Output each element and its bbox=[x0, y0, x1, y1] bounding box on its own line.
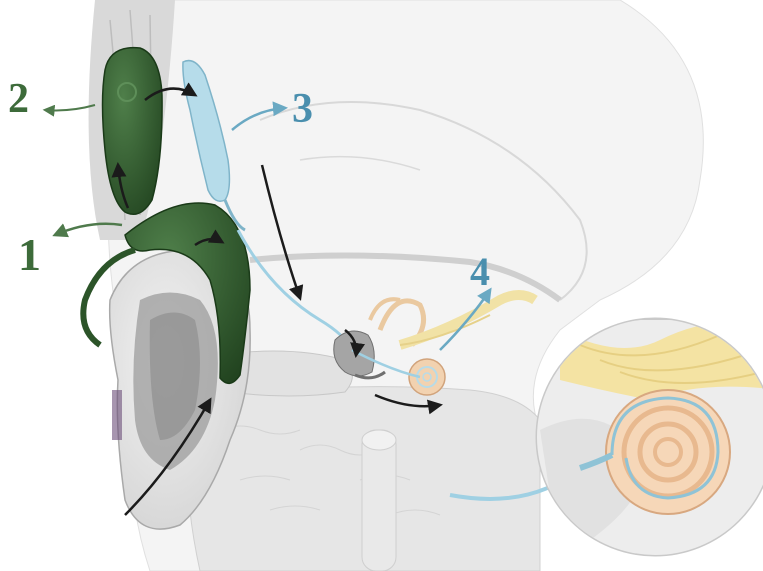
label-1: 1 bbox=[18, 229, 41, 280]
label-4: 4 bbox=[470, 249, 490, 294]
label-3: 3 bbox=[292, 86, 313, 132]
transmitter-coil bbox=[103, 48, 163, 215]
callout-arrow-2 bbox=[45, 105, 95, 110]
label-2: 2 bbox=[8, 76, 29, 122]
magnified-cochlea-inset bbox=[530, 319, 763, 560]
